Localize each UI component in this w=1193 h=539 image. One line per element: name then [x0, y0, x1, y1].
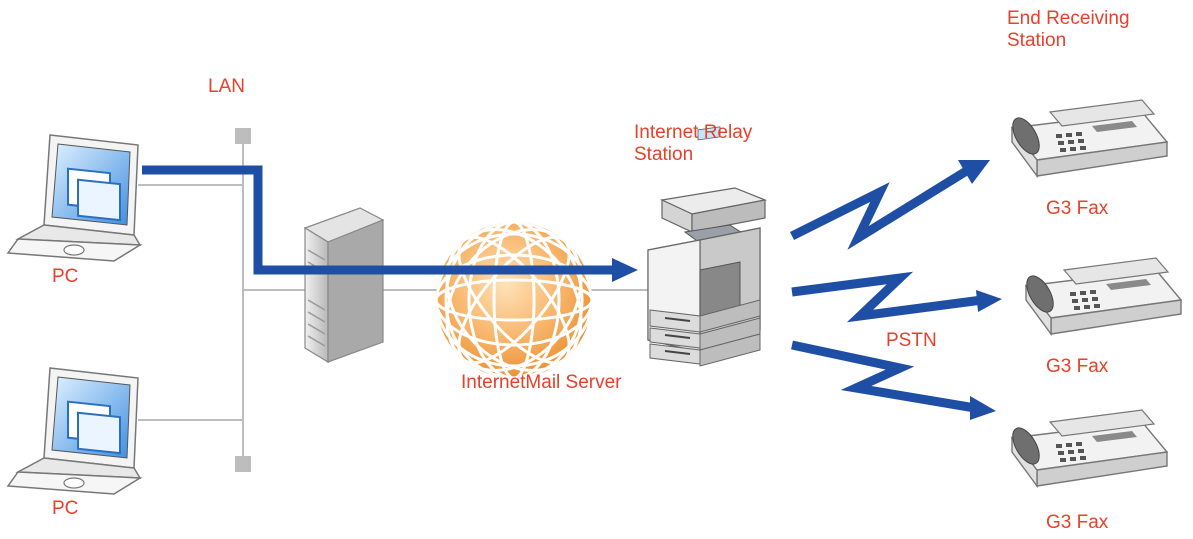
fax-label: G3 Fax [1046, 512, 1109, 533]
pc-label: PC [52, 266, 79, 287]
fax-label: G3 Fax [1046, 198, 1109, 219]
pstn-label: PSTN [886, 330, 937, 351]
globe-icon [436, 222, 592, 378]
mail-server-label: InternetMail Server [461, 372, 622, 393]
lightning-arrow-icon [789, 160, 990, 250]
fax-machine-icon [1006, 409, 1168, 487]
laptop-icon [6, 134, 143, 262]
email-flow-arrow [142, 165, 638, 282]
relay-station-label: Internet Relay Station [634, 122, 753, 165]
fax-label: G3 Fax [1046, 356, 1109, 377]
lan-terminator-bottom [235, 456, 251, 472]
laptop-icon [6, 367, 143, 495]
lightning-arrow-icon [791, 340, 996, 420]
lan-terminator-top [235, 128, 251, 144]
pc-label: PC [52, 498, 79, 519]
fax-machine-icon [1020, 257, 1182, 335]
lan-wiring [138, 128, 650, 472]
lan-label: LAN [208, 76, 245, 97]
server-tower-icon [303, 207, 385, 364]
multifunction-printer-icon [647, 126, 768, 367]
end-receiving-station-label: End Receiving Station [1007, 8, 1130, 51]
lightning-arrow-icon [791, 271, 1002, 323]
fax-machine-icon [1010, 99, 1169, 179]
